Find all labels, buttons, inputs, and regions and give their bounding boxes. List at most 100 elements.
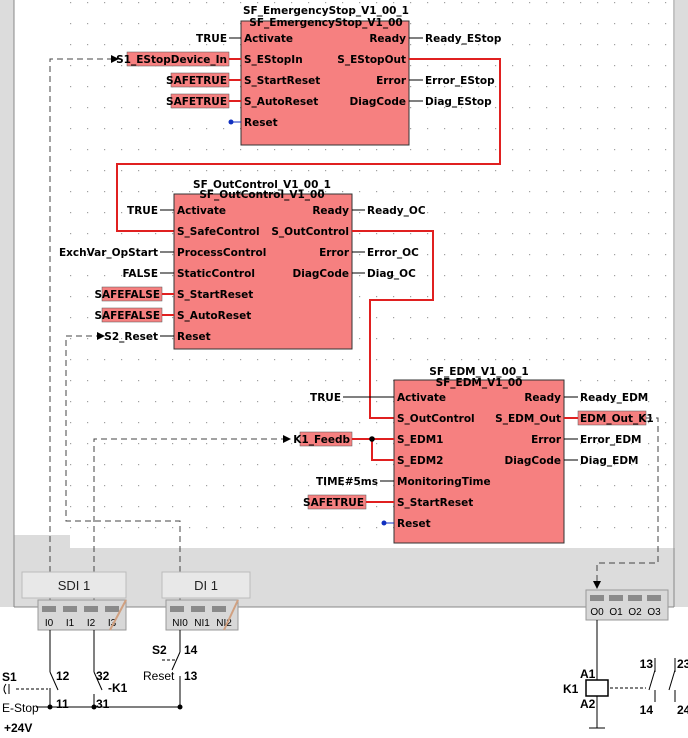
sdi-terminal-i2: I2	[87, 618, 96, 629]
oc-error-output: Error_OC	[367, 247, 419, 259]
di-module[interactable]: DI 1 NI0 NI1 NI2	[161, 571, 251, 631]
s1-terminal-12: 12	[56, 669, 70, 683]
oc-processcontrol-value: ExchVar_OpStart	[59, 247, 158, 259]
oc-activate-value: TRUE	[127, 205, 158, 217]
wire-junction	[47, 704, 53, 710]
edm-ready-output: Ready_EDM	[580, 392, 648, 404]
oc-ready-output: Ready_OC	[367, 205, 426, 217]
oc-staticcontrol-value: FALSE	[122, 268, 158, 280]
pin-activate: Activate	[244, 33, 293, 45]
field-wiring	[16, 620, 676, 729]
k1-aux-terminal-32: 32	[96, 669, 110, 683]
k1-aux-label: -K1	[108, 681, 128, 695]
edm-out-k1-label: EDM_Out_K1	[580, 413, 654, 425]
sdi-module-label: SDI 1	[58, 578, 91, 593]
safe-wire-estop-to-oc[interactable]	[116, 58, 501, 232]
pin-s-startreset: S_StartReset	[177, 289, 253, 301]
fb-out-control[interactable]: SF_OutControl_V1_00_1 SF_OutControl_V1_0…	[173, 179, 353, 350]
pin-diagcode: DiagCode	[505, 455, 561, 467]
pin-diagcode: DiagCode	[293, 268, 349, 280]
sdi-terminal-i1: I1	[66, 618, 75, 629]
k1-aux-terminal-31: 31	[96, 697, 110, 711]
pin-s-estopin: S_EStopIn	[244, 54, 303, 66]
pin-ready: Ready	[524, 392, 561, 404]
pin-ready: Ready	[369, 33, 406, 45]
frame-left-border	[0, 0, 14, 600]
fb-edm[interactable]: SF_EDM_V1_00_1 SF_EDM_V1_00 Activate S_O…	[393, 366, 565, 544]
fb-instance-name: SF_OutControl_V1_00_1	[193, 179, 331, 191]
dout-terminal-o3: O3	[647, 607, 661, 618]
k1-coil-label: K1	[563, 682, 579, 696]
estop-label: E-Stop	[2, 701, 39, 715]
dout-module[interactable]: O0 O1 O2 O3	[585, 589, 669, 621]
k1-a1-label: A1	[580, 667, 596, 681]
pin-s-edm2: S_EDM2	[397, 455, 443, 467]
fb-type-name: SF_EmergencyStop_V1_00	[249, 17, 402, 29]
estop-diag-output: Diag_EStop	[425, 96, 492, 108]
s1-terminal-11: 11	[56, 697, 69, 711]
pin-s-outcontrol: S_OutControl	[271, 226, 349, 238]
io-mapping-lines	[49, 55, 659, 612]
estop-device-label: S1_EStopDevice_In	[116, 54, 227, 66]
oc-reset-var[interactable]: S2_Reset	[104, 331, 158, 343]
estop-mushroom-icon	[3, 683, 10, 695]
pin-s-estopout: S_EStopOut	[337, 54, 406, 66]
pin-activate: Activate	[397, 392, 446, 404]
pin-s-autoreset: S_AutoReset	[244, 96, 318, 108]
oc-startreset-label: SAFEFALSE	[94, 289, 160, 301]
safe-wire-oc-to-edm[interactable]	[352, 230, 434, 419]
dout-terminal-o2: O2	[628, 607, 642, 618]
edm-feedback-label: K1_Feedb	[293, 434, 350, 446]
k1-contact-14: 14	[640, 703, 654, 717]
pin-staticcontrol: StaticControl	[177, 268, 255, 280]
fb-instance-name: SF_EDM_V1_00_1	[429, 366, 528, 378]
pin-reset: Reset	[244, 117, 278, 129]
pin-s-startreset: S_StartReset	[397, 497, 473, 509]
pin-reset: Reset	[177, 331, 211, 343]
dout-terminal-o0: O0	[590, 607, 604, 618]
dout-terminal-o1: O1	[609, 607, 623, 618]
sdi-terminal-i0: I0	[45, 618, 54, 629]
fb-type-name: SF_EDM_V1_00	[436, 377, 523, 389]
s2-terminal-14: 14	[184, 643, 198, 657]
estop-error-output: Error_EStop	[425, 75, 495, 87]
di-module-label: DI 1	[194, 578, 218, 593]
edm-feedback-junction	[369, 436, 375, 442]
pin-error: Error	[319, 247, 350, 259]
k1-coil[interactable]	[585, 679, 609, 697]
oc-autoreset-label: SAFEFALSE	[94, 310, 160, 322]
k1-contact-24: 24	[677, 703, 688, 717]
sdi-module[interactable]: SDI 1 I0 I1 I2 I3	[21, 571, 127, 631]
oc-diag-output: Diag_OC	[367, 268, 416, 280]
estop-autoreset-label: SAFETRUE	[166, 96, 227, 108]
fb-type-name: SF_OutControl_V1_00	[199, 189, 324, 201]
pin-activate: Activate	[177, 205, 226, 217]
edm-diag-output: Diag_EDM	[580, 455, 639, 467]
edm-activate-value: TRUE	[310, 392, 341, 404]
pin-error: Error	[531, 434, 562, 446]
pin-s-outcontrol: S_OutControl	[397, 413, 475, 425]
pin-s-safecontrol: S_SafeControl	[177, 226, 260, 238]
wire-junction	[91, 704, 97, 710]
fb-instance-name: SF_EmergencyStop_V1_00_1	[243, 5, 409, 17]
pin-ready: Ready	[312, 205, 349, 217]
sdi-terminal-i3: I3	[108, 618, 117, 629]
s2-terminal-13: 13	[184, 669, 198, 683]
estop-ready-output: Ready_EStop	[425, 33, 502, 45]
pin-error: Error	[376, 75, 407, 87]
di-terminal-ni2: NI2	[216, 618, 232, 629]
estop-activate-value: TRUE	[196, 33, 227, 45]
edm-monitoringtime-value: TIME#5ms	[316, 476, 378, 488]
k1-contact-13: 13	[640, 657, 654, 671]
edm-startreset-label: SAFETRUE	[303, 497, 364, 509]
s2-label: S2	[152, 643, 167, 657]
fb-emergency-stop[interactable]: SF_EmergencyStop_V1_00_1 SF_EmergencySto…	[240, 5, 410, 146]
pin-s-autoreset: S_AutoReset	[177, 310, 251, 322]
wire-junction	[177, 704, 183, 710]
reset-label: Reset	[143, 669, 175, 683]
pin-monitoringtime: MonitoringTime	[397, 476, 491, 488]
k1-contact-23: 23	[677, 657, 688, 671]
pin-reset: Reset	[397, 518, 431, 530]
k1-a2-label: A2	[580, 697, 596, 711]
